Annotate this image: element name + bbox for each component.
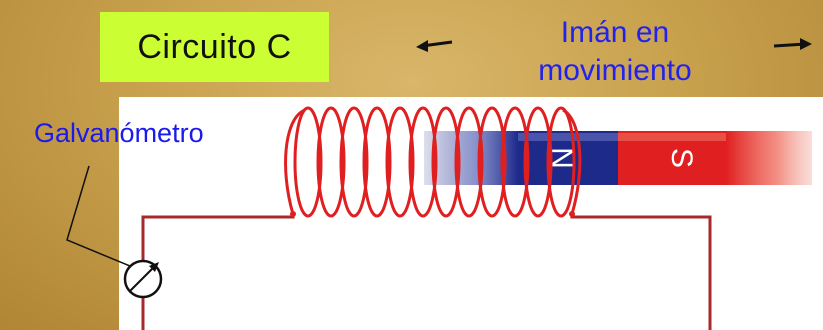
moving-magnet-label-line2: movimiento [538, 54, 692, 87]
arrow-left-icon [416, 40, 453, 52]
galvanometer-icon [123, 259, 163, 299]
coil [284, 106, 582, 218]
circuit-wire [141, 214, 712, 330]
galvanometer-label: Galvanómetro [34, 118, 204, 148]
title-box: Circuito C [100, 12, 329, 82]
magnet-north-highlight [518, 133, 618, 141]
magnet-north-label: N [545, 147, 578, 169]
coil-terminal-right [569, 211, 575, 217]
moving-magnet-label: Imán en movimiento [500, 14, 730, 90]
magnet-south-highlight [618, 133, 726, 141]
magnet-south-trail [726, 131, 812, 185]
title-text: Circuito C [137, 27, 292, 66]
magnet-south-label: S [665, 148, 698, 168]
galvanometer-pointer-line [66, 165, 131, 267]
coil-terminal-left [290, 211, 296, 217]
arrow-right-icon [773, 38, 812, 50]
moving-magnet-label-line1: Imán en [560, 16, 670, 49]
